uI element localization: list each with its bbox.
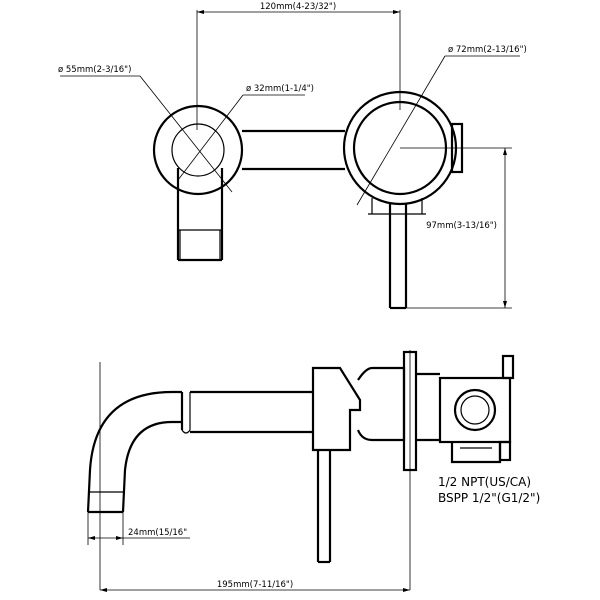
front-view: 120mm(4-23/32") (58, 2, 527, 310)
body-side (190, 366, 406, 564)
width-120-label: 120mm(4-23/32") (260, 2, 336, 12)
side-view: 24mm(15/16" 195mm(7-11/16") 1/2 NPT(US/C… (86, 350, 540, 592)
dia-72-label: ø 72mm(2-13/16") (448, 45, 527, 55)
spout-side (86, 390, 191, 514)
dimension-width-120: 120mm(4-23/32") (196, 2, 401, 130)
dimension-dia-72: ø 72mm(2-13/16") (356, 45, 527, 206)
thread-npt-label: 1/2 NPT(US/CA) (438, 475, 531, 489)
dia-55-label: ø 55mm(2-3/16") (58, 65, 131, 75)
dimension-length-195: 195mm(7-11/16") (100, 580, 410, 592)
handle-escutcheon (342, 90, 464, 310)
spout-24-label: 24mm(15/16" (128, 528, 187, 538)
thread-notes: 1/2 NPT(US/CA) BSPP 1/2"(G1/2") (438, 475, 540, 505)
spout-escutcheon (152, 104, 244, 262)
thread-bspp-label: BSPP 1/2"(G1/2") (438, 491, 540, 505)
valve-body (402, 350, 515, 472)
height-97-label: 97mm(3-13/16") (426, 221, 497, 231)
dimension-spout-24: 24mm(15/16" (87, 512, 190, 545)
dimension-height-97: 97mm(3-13/16") (400, 147, 512, 309)
connecting-body (242, 129, 345, 171)
dimension-dia-55: ø 55mm(2-3/16") (58, 65, 233, 193)
length-195-label: 195mm(7-11/16") (217, 580, 293, 590)
dia-32-label: ø 32mm(1-1/4") (246, 84, 314, 94)
dimension-dia-32: ø 32mm(1-1/4") (177, 84, 314, 181)
